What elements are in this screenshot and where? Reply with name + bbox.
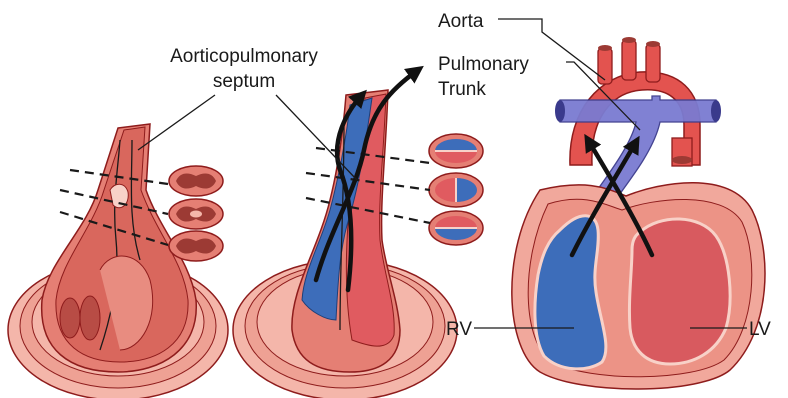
cross-section-horizontal-septum [429, 134, 483, 168]
ventricles [512, 183, 765, 389]
label-pulmonary-line1: Pulmonary [438, 54, 529, 75]
label-septum: Aorticopulmonary septum [138, 46, 357, 180]
label-lv: LV [749, 319, 771, 340]
cross-section-horizontal-septum-inverted [429, 211, 483, 245]
label-rv: RV [446, 319, 472, 340]
label-pulmonary-line2: Trunk [438, 79, 486, 100]
cross-sections-early [169, 166, 223, 261]
cross-section-vertical-septum [429, 173, 483, 207]
cross-section-top [169, 166, 223, 196]
panel-mature-heart [512, 37, 765, 389]
label-septum-line2: septum [213, 71, 275, 92]
cross-sections-septated [429, 134, 483, 245]
panel-early-heart [8, 124, 228, 398]
label-septum-line1: Aorticopulmonary [170, 46, 318, 67]
label-aorta: Aorta [438, 11, 484, 32]
cross-section-middle [169, 199, 223, 229]
outflow-tract-septated [292, 90, 400, 372]
cross-section-bottom [169, 231, 223, 261]
panel-septation-heart [233, 70, 483, 398]
